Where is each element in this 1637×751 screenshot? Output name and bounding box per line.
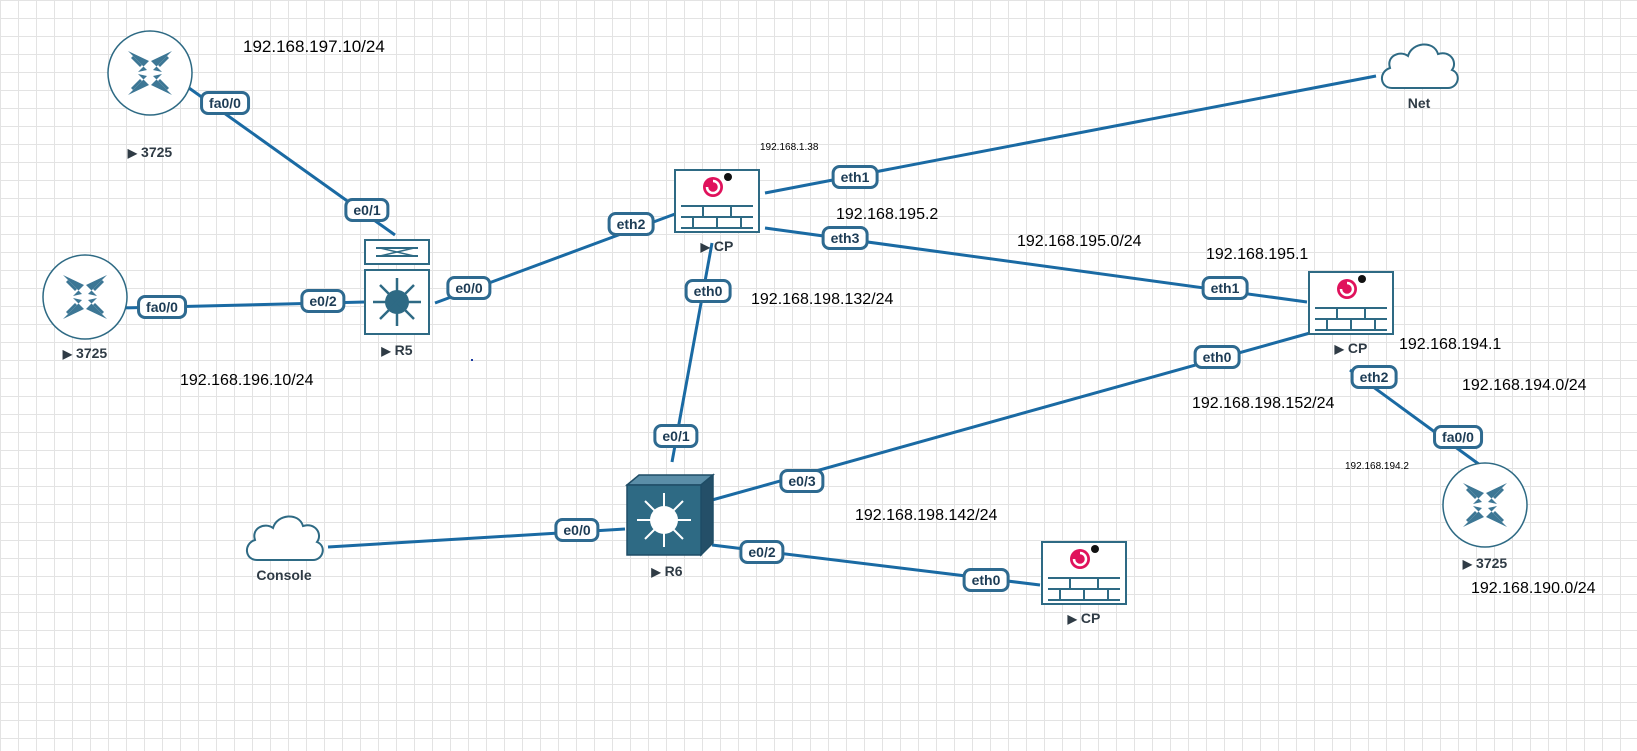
l3-switch-icon [625,473,715,557]
play-icon: ▶ [700,240,710,254]
port-label-r6-e01[interactable]: e0/1 [653,424,699,448]
checkpoint-firewall-icon [1308,271,1394,335]
switch-node-r5[interactable]: ▶R5 [362,238,432,363]
cloud-icon [246,515,324,561]
port-label-rml-fa00[interactable]: fa0/0 [137,295,187,319]
port-label-cpt-eth3[interactable]: eth3 [821,226,869,250]
node-name-net: Net [1407,95,1431,111]
node-label: R5 [394,342,413,358]
node-label: 3725 [76,345,108,361]
cloud-node-net[interactable]: Net [1378,36,1460,116]
ip-annotation: 192.168.194.0/24 [1462,377,1587,394]
checkpoint-node-top[interactable]: ▶CP [673,168,761,256]
ip-annotation: 192.168.190.0/24 [1471,580,1596,597]
node-label: CP [713,238,734,254]
node-label: R6 [664,563,683,579]
ip-annotation: 192.168.198.132/24 [751,291,894,308]
stray-dot [471,359,473,361]
port-label-cpr-eth0[interactable]: eth0 [1193,345,1241,369]
node-name-cp: ▶CP [1068,610,1101,626]
play-icon: ▶ [62,347,73,361]
checkpoint-node-right[interactable]: ▶CP [1307,270,1395,358]
play-icon: ▶ [127,146,138,160]
router-node-mid-left[interactable]: ▶3725 [40,252,130,377]
node-label: CP [1080,610,1101,626]
router-icon [1442,462,1528,548]
node-name-r6: ▶R6 [651,563,682,579]
router-icon [107,30,193,116]
port-label-r6-e03[interactable]: e0/3 [779,469,825,493]
ip-annotation: 192.168.194.2 [1345,461,1409,472]
node-name-3725: ▶3725 [1463,555,1507,571]
port-label-r6-e02[interactable]: e0/2 [739,540,785,564]
ip-annotation: 192.168.196.10/24 [180,372,314,389]
port-label-cpr-eth2[interactable]: eth2 [1350,365,1398,389]
port-label-rtl-fa00[interactable]: fa0/0 [200,91,250,115]
router-node-top-left[interactable]: ▶3725 [105,28,195,160]
node-label: CP [1347,340,1368,356]
router-node-right[interactable]: ▶3725 [1440,460,1530,585]
ip-annotation: 192.168.195.2 [836,206,939,223]
port-label-r5-e00[interactable]: e0/0 [446,276,492,300]
node-name-3725: ▶3725 [63,345,107,361]
play-icon: ▶ [1067,612,1077,626]
port-label-r6-e00[interactable]: e0/0 [554,518,600,542]
checkpoint-firewall-icon [674,169,760,233]
l3-switch-node-r6[interactable]: ▶R6 [625,473,715,583]
port-label-cpt-eth0[interactable]: eth0 [684,279,732,303]
cloud-node-console[interactable]: Console [243,508,325,588]
ip-annotation: 192.168.194.1 [1399,336,1502,353]
ip-annotation: 192.168.197.10/24 [243,37,385,56]
node-name-cp: ▶CP [1335,340,1368,356]
play-icon: ▶ [1334,342,1344,356]
switch-icon [364,239,430,335]
port-label-r5-e01[interactable]: e0/1 [344,198,390,222]
play-icon: ▶ [381,344,391,358]
port-label-cpr-eth1[interactable]: eth1 [1201,276,1249,300]
node-name-r5: ▶R5 [381,342,412,358]
port-label-rr-fa00[interactable]: fa0/0 [1433,425,1483,449]
node-name-3725: ▶3725 [128,144,172,160]
cloud-icon [1381,43,1459,89]
port-label-cpb-eth0[interactable]: eth0 [962,568,1010,592]
router-icon [42,254,128,340]
node-label: 3725 [141,144,173,160]
ip-annotation: 192.168.198.152/24 [1192,395,1335,412]
port-label-r5-e02[interactable]: e0/2 [300,289,346,313]
node-name-cp: ▶CP [701,238,734,254]
node-name-console: Console [256,567,312,583]
node-label: 3725 [1476,555,1508,571]
port-label-cpt-eth1[interactable]: eth1 [831,165,879,189]
port-label-cpt-eth2[interactable]: eth2 [607,212,655,236]
ip-annotation: 192.168.195.1 [1206,246,1309,263]
ip-annotation: 192.168.1.38 [760,142,819,153]
ip-annotation: 192.168.195.0/24 [1017,233,1142,250]
play-icon: ▶ [651,565,661,579]
checkpoint-firewall-icon [1041,541,1127,605]
ip-annotation: 192.168.198.142/24 [855,507,998,524]
play-icon: ▶ [1462,557,1473,571]
checkpoint-node-bottom[interactable]: ▶CP [1040,540,1128,628]
